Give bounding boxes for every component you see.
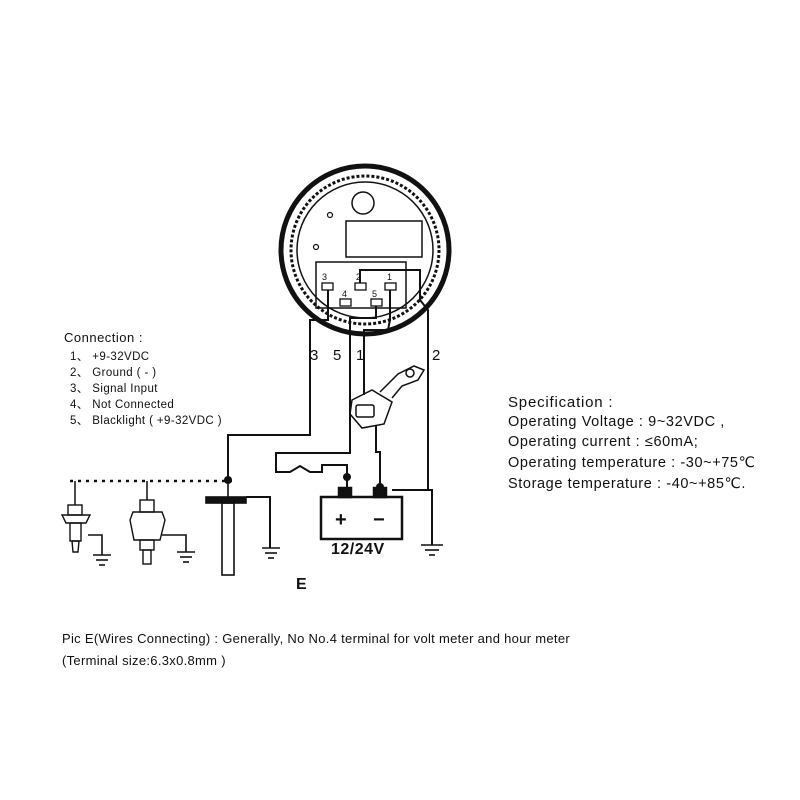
pic-e-label: E bbox=[296, 576, 307, 593]
ground-pressure-sensor bbox=[162, 534, 195, 563]
fuel-sender bbox=[205, 480, 247, 576]
wire-label-2: 2 bbox=[432, 347, 441, 364]
spec-operating-current: Operating current : ≤60mA; bbox=[508, 434, 699, 450]
connection-item-5: 5、 Blacklight ( +9-32VDC ) bbox=[70, 415, 222, 427]
wires bbox=[227, 269, 433, 548]
connection-item-3: 3、 Signal Input bbox=[70, 383, 158, 395]
spec-operating-voltage: Operating Voltage : 9~32VDC , bbox=[508, 414, 725, 430]
terminal-label-4: 4 bbox=[342, 289, 347, 299]
spec-operating-temperature: Operating temperature : -30~+75℃ bbox=[508, 455, 756, 471]
gauge-knob bbox=[351, 191, 375, 215]
terminal-label-2: 2 bbox=[356, 272, 361, 282]
terminal-1 bbox=[384, 282, 397, 291]
wire-3-signal bbox=[227, 290, 329, 480]
ground-battery bbox=[421, 544, 443, 556]
terminal-label-5: 5 bbox=[372, 289, 377, 299]
terminal-label-3: 3 bbox=[322, 272, 327, 282]
connection-item-4: 4、 Not Connected bbox=[70, 399, 175, 411]
connection-item-2: 2、 Ground ( - ) bbox=[70, 367, 157, 379]
ground-temp-sensor bbox=[88, 534, 111, 566]
gauge-display-window bbox=[345, 220, 423, 258]
ground-symbols bbox=[88, 534, 443, 566]
battery-body bbox=[319, 495, 404, 541]
wire-label-1: 1 bbox=[356, 347, 365, 364]
terminal-label-1: 1 bbox=[387, 272, 392, 282]
terminal-numbers: 3 2 1 4 5 bbox=[322, 272, 392, 299]
terminal-block bbox=[315, 261, 407, 309]
terminal-4 bbox=[339, 298, 352, 307]
terminals bbox=[321, 282, 397, 307]
connection-title: Connection : bbox=[64, 330, 143, 345]
wire-1-power bbox=[363, 290, 391, 395]
temp-sensor bbox=[60, 504, 92, 553]
terminal-3 bbox=[321, 282, 334, 291]
specification-title: Specification : bbox=[508, 394, 614, 411]
terminal-5 bbox=[370, 298, 383, 307]
wire-label-5: 5 bbox=[333, 347, 342, 364]
gauge-inner-ring bbox=[289, 174, 441, 326]
gauge-bezel bbox=[296, 181, 434, 319]
ground-sender bbox=[262, 547, 280, 559]
gauge-outer-ring bbox=[278, 163, 452, 337]
spec-storage-temperature: Storage temperature : -40~+85℃. bbox=[508, 476, 747, 492]
note-line-1: Pic E(Wires Connecting) : Generally, No … bbox=[62, 631, 571, 646]
pressure-sensor bbox=[129, 499, 166, 565]
gauge-screw-left bbox=[312, 243, 320, 251]
battery bbox=[319, 486, 404, 541]
wire-5-backlight bbox=[275, 306, 377, 487]
gauge bbox=[278, 163, 452, 337]
junctions bbox=[224, 473, 384, 491]
ignition-switch bbox=[349, 365, 426, 429]
battery-voltage-label: 12/24V bbox=[331, 541, 385, 558]
wire-sender-ground bbox=[246, 496, 271, 548]
battery-plus-sign: + bbox=[335, 509, 347, 531]
terminal-2 bbox=[354, 282, 367, 291]
battery-minus-sign: − bbox=[373, 509, 385, 531]
connection-item-1: 1、 +9-32VDC bbox=[70, 351, 150, 363]
note-line-2: (Terminal size:6.3x0.8mm ) bbox=[62, 653, 226, 668]
gauge-screw-top bbox=[326, 211, 334, 219]
wire-1-switch-out bbox=[375, 425, 381, 487]
battery-terminal-plus bbox=[337, 486, 353, 499]
wire-label-3: 3 bbox=[310, 347, 319, 364]
